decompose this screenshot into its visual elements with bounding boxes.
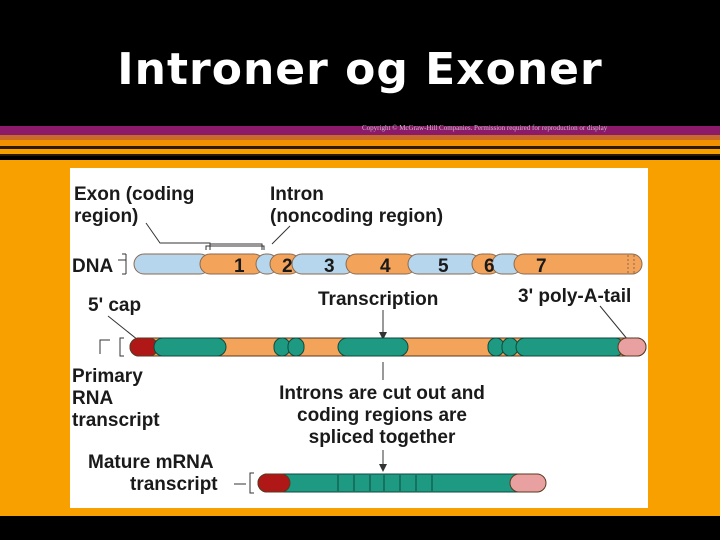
polya-pointer-line <box>599 305 629 341</box>
stripe-dark-2 <box>0 154 720 156</box>
transcription-label: Transcription <box>318 289 438 310</box>
segment-number-6: 6 <box>484 256 495 277</box>
primary-bracket <box>119 337 124 357</box>
mature-bracket <box>249 472 254 494</box>
stripe-dark-1 <box>0 146 720 149</box>
copyright-notice: Copyright © McGraw-Hill Companies. Permi… <box>362 124 608 132</box>
primary-label-line2: RNA <box>72 388 113 409</box>
primary-exon-1 <box>153 337 227 357</box>
dna-bracket <box>118 253 127 275</box>
primary-pointer-line <box>99 339 110 354</box>
intron-pointer-line <box>271 225 291 245</box>
dna-exon-3 <box>291 253 355 275</box>
primary-exon-3 <box>287 337 305 357</box>
dna-intron-1 <box>199 253 265 275</box>
primary-exon-4 <box>337 337 409 357</box>
primary-rna-strand <box>129 337 647 357</box>
transcription-arrowhead <box>379 332 387 340</box>
dna-intron-5 <box>513 253 643 275</box>
splice-label-line3: spliced together <box>309 427 456 448</box>
mature-label-line2: transcript <box>130 474 218 495</box>
splice-label-line2: coding regions are <box>297 405 467 426</box>
mature-cap <box>257 473 291 493</box>
exon-label-line1: Exon (coding <box>74 184 194 205</box>
diagram-svg: Exon (coding region) Intron (noncoding r… <box>72 184 647 495</box>
segment-number-4: 4 <box>380 256 391 277</box>
segment-number-1: 1 <box>234 256 245 277</box>
mature-polya-tail <box>509 473 547 493</box>
intron-bracket <box>209 243 263 250</box>
splice-arrowhead <box>379 464 387 472</box>
exon-label-line2: region) <box>74 206 138 227</box>
primary-label-line1: Primary <box>72 366 143 387</box>
dna-exon-1 <box>133 253 211 275</box>
dna-label: DNA <box>72 256 113 277</box>
mature-label-line1: Mature mRNA <box>88 452 214 473</box>
polya-label: 3' poly-A-tail <box>518 286 631 307</box>
dna-strand <box>133 253 643 275</box>
stripe-orange-1 <box>0 140 720 146</box>
primary-label-line3: transcript <box>72 410 160 431</box>
segment-number-3: 3 <box>324 256 335 277</box>
segment-number-7: 7 <box>536 256 547 277</box>
mature-mrna-strand <box>257 473 547 493</box>
mature-mrna-base <box>257 473 545 493</box>
stripe-dark-orange <box>0 135 720 140</box>
exon-pointer-line <box>145 222 211 250</box>
stripe-purple <box>0 126 720 135</box>
segment-number-5: 5 <box>438 256 449 277</box>
stripe-orange-2 <box>0 149 720 154</box>
cap-label: 5' cap <box>88 295 141 316</box>
exon-bracket <box>205 245 265 250</box>
intron-label-line1: Intron <box>270 184 324 205</box>
slide-title: Introner og Exoner <box>117 44 603 95</box>
segment-number-2: 2 <box>282 256 293 277</box>
primary-polya-tail <box>617 337 647 357</box>
primary-exon-7 <box>515 337 625 357</box>
intron-label-line2: (noncoding region) <box>270 206 443 227</box>
cap-pointer-line <box>107 315 139 341</box>
splice-label-line1: Introns are cut out and <box>279 383 485 404</box>
diagram-panel: Exon (coding region) Intron (noncoding r… <box>70 168 648 508</box>
